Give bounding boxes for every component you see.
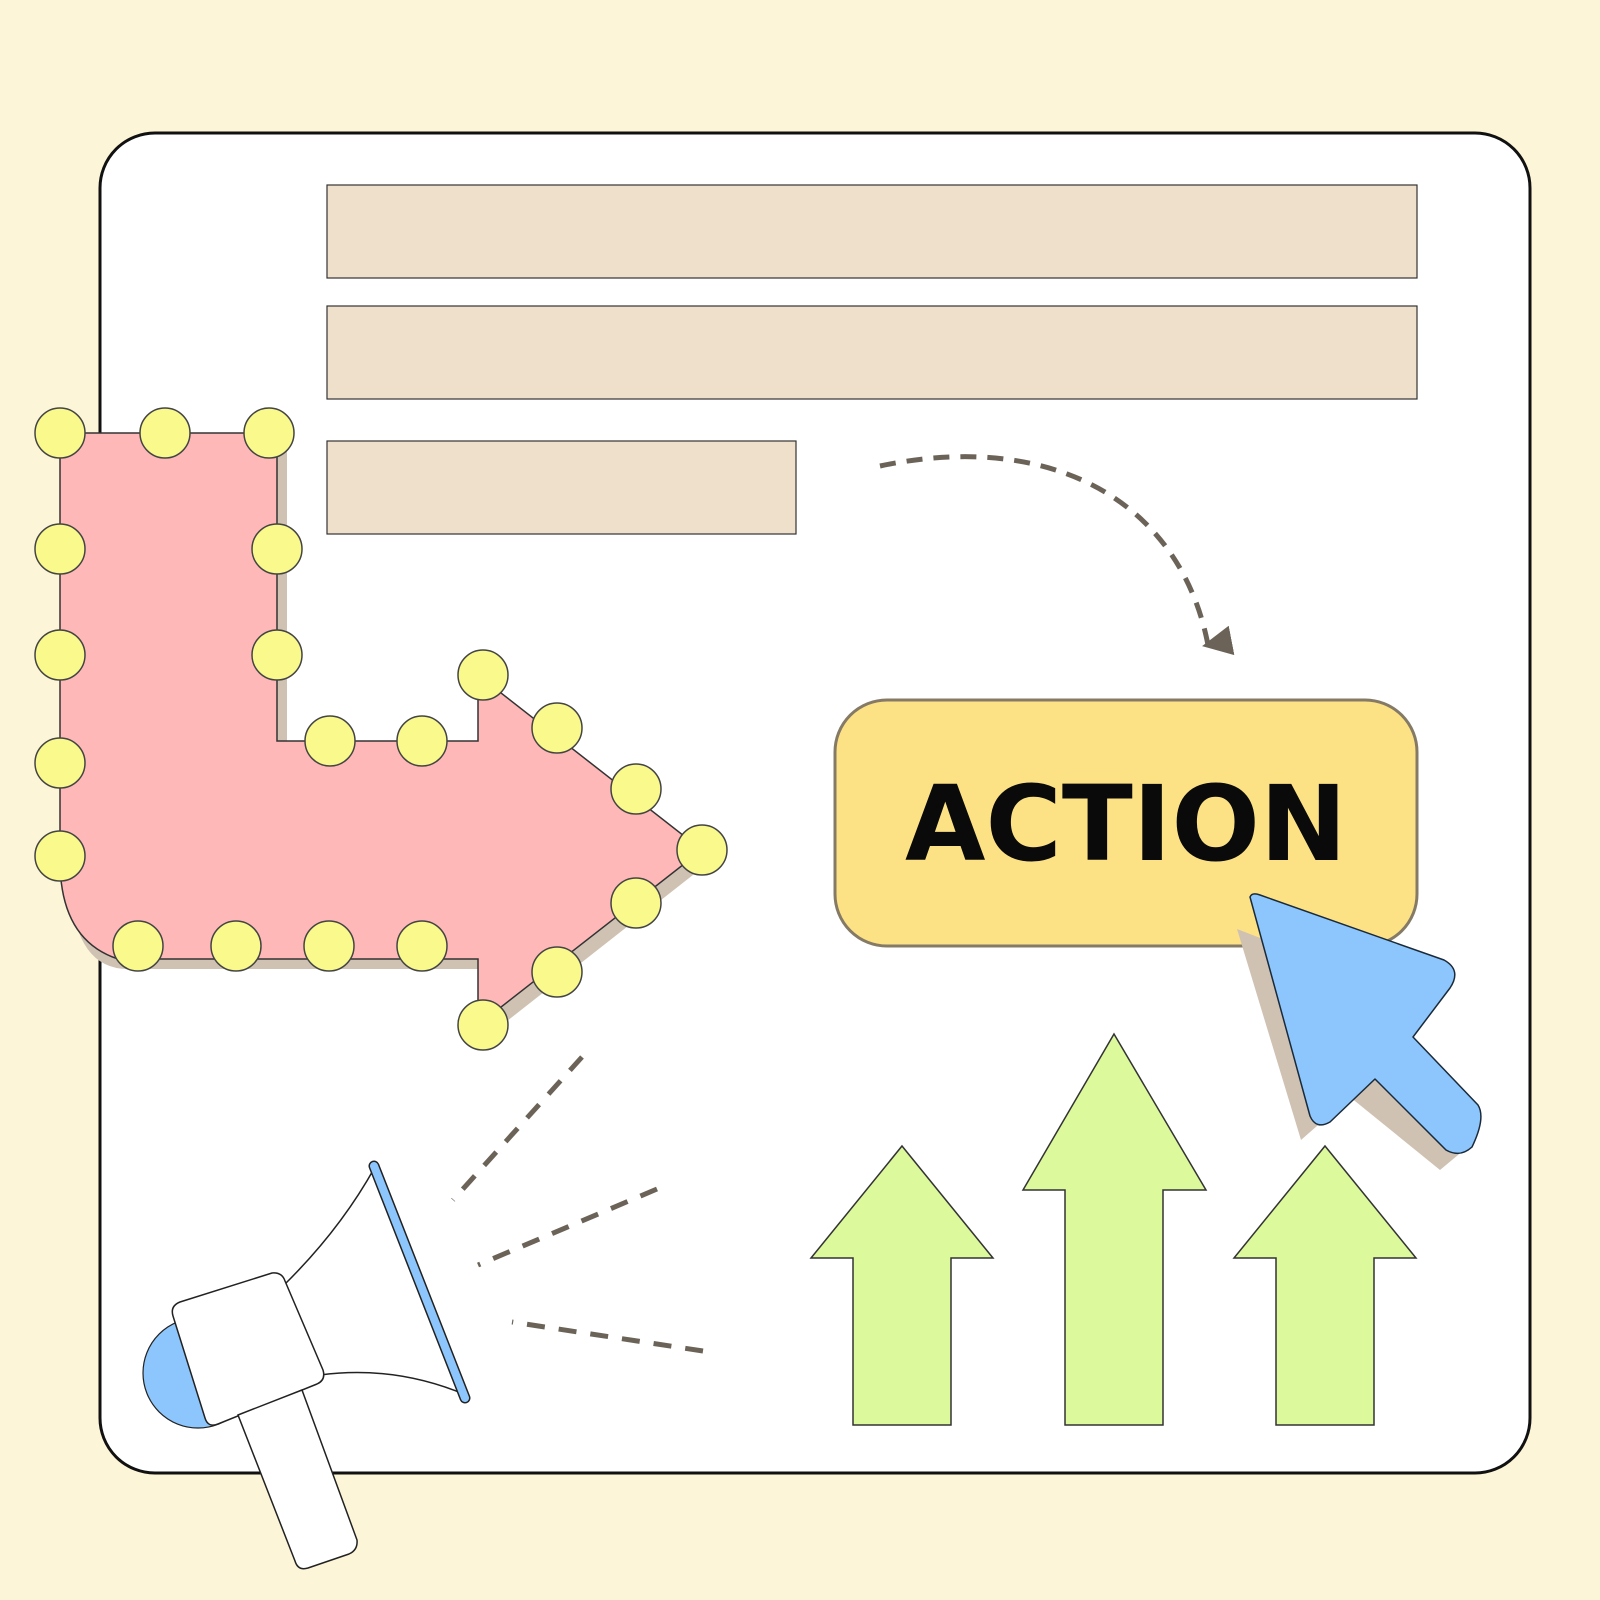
up-arrow-icon — [1021, 1032, 1208, 1426]
bulb — [34, 737, 86, 789]
bulb — [610, 763, 662, 815]
sound-lines — [451, 1055, 704, 1354]
bulb — [243, 407, 295, 459]
placeholder-bar-2 — [326, 305, 1418, 400]
sound-line — [477, 1186, 658, 1268]
bulb — [304, 715, 356, 767]
action-button-label[interactable]: ACTION — [905, 763, 1347, 885]
dashed-curved-arrow-icon — [879, 454, 1235, 656]
bulb — [303, 920, 355, 972]
mouse-pointer-icon — [1237, 893, 1482, 1170]
up-arrow-icon — [809, 1144, 995, 1426]
bulb — [34, 407, 86, 459]
cursor-body — [1249, 893, 1482, 1155]
bulb — [112, 920, 164, 972]
megaphone-rim-fill — [370, 1162, 469, 1402]
bulb — [396, 920, 448, 972]
bulb — [396, 715, 448, 767]
sound-line — [451, 1055, 584, 1202]
megaphone-body — [171, 1272, 325, 1426]
content-placeholder-bars — [326, 184, 1418, 535]
sound-line — [511, 1319, 704, 1354]
bulb — [531, 702, 583, 754]
placeholder-bar-3 — [326, 440, 797, 535]
bulb — [210, 920, 262, 972]
bulb — [457, 999, 509, 1051]
bulb — [34, 629, 86, 681]
action-button[interactable]: ACTION — [833, 698, 1419, 948]
bulb — [531, 946, 583, 998]
bulb — [34, 523, 86, 575]
marquee-bulbs — [34, 407, 728, 1051]
bulb — [251, 629, 303, 681]
bulb — [251, 523, 303, 575]
bulb — [139, 407, 191, 459]
up-arrow-icon — [1232, 1144, 1418, 1426]
marquee-arrow-icon — [34, 407, 728, 1051]
action-button-bg[interactable] — [833, 698, 1419, 948]
placeholder-bar-1 — [326, 184, 1418, 279]
megaphone-icon — [142, 1160, 471, 1570]
bulb — [34, 830, 86, 882]
bulb — [457, 649, 509, 701]
bulb — [676, 824, 728, 876]
growth-arrows — [809, 1032, 1418, 1426]
bulb — [610, 877, 662, 929]
megaphone-handle — [237, 1389, 358, 1570]
